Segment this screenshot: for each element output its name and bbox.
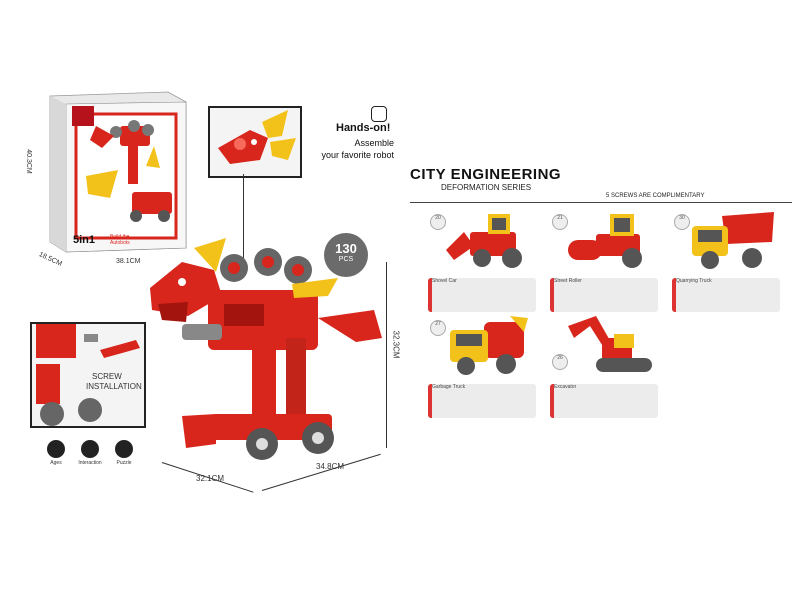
puzzle-icon xyxy=(115,440,133,458)
parts-panel xyxy=(428,278,536,312)
parts-panel xyxy=(428,384,536,418)
parts-panel xyxy=(550,278,658,312)
screw-installation-illustration xyxy=(36,324,140,426)
feature-ages: Ages xyxy=(36,440,76,466)
hands-on-subtitle: Assemble your favorite robot xyxy=(314,137,394,161)
product-box: 40.3CM 38.1CM 18.5CM 5in1 Build the Auto… xyxy=(25,86,196,268)
vehicle-card-excavator: 26 Excavator xyxy=(550,316,658,424)
excavator-illustration xyxy=(568,316,652,372)
age-icon xyxy=(47,440,65,458)
screw-label-line1: SCREW xyxy=(92,372,122,381)
vehicle-card-street-roller: 21 Street Roller xyxy=(550,210,658,318)
series-title: CITY ENGINEERING xyxy=(410,166,562,183)
pcs-badge-small: 26 xyxy=(552,354,568,370)
main-robot xyxy=(142,238,384,474)
robot-width-dimension: 32.1CM xyxy=(196,474,225,483)
parts-panel xyxy=(672,278,780,312)
feature-label-interaction: Interaction xyxy=(78,460,102,466)
vehicle-name: Street Roller xyxy=(554,278,582,284)
divider xyxy=(410,202,792,203)
vehicle-name: Excavator xyxy=(554,384,577,390)
screw-zoom-callout xyxy=(30,322,146,428)
pcs-badge-small: 21 xyxy=(552,214,568,230)
pcs-count: 130 xyxy=(335,241,357,256)
box-width-dimension: 38.1CM xyxy=(116,258,141,265)
feature-interaction: Interaction xyxy=(70,440,110,466)
interaction-icon xyxy=(81,440,99,458)
robot-depth-dimension: 34.8CM xyxy=(316,462,345,471)
screws-note: 5 SCREWS ARE COMPLIMENTARY xyxy=(606,193,705,199)
parts-panel xyxy=(550,384,658,418)
feature-label-puzzle: Puzzle xyxy=(116,460,132,466)
box-height-dimension: 40.3CM xyxy=(24,149,32,174)
hands-on-line1: Assemble xyxy=(354,138,394,148)
robot-height-dimension: 32.3CM xyxy=(391,330,401,359)
vehicle-name: Shovel Car xyxy=(432,278,457,284)
street-roller-illustration xyxy=(568,214,642,268)
feature-puzzle: Puzzle xyxy=(104,440,144,466)
screw-label-line2: INSTALLATION xyxy=(86,382,142,391)
robot-height-line xyxy=(386,262,387,448)
vehicle-card-garbage-truck: 27 Garbage Truck xyxy=(428,316,536,424)
product-box-illustration xyxy=(49,91,187,253)
quarrying-truck-illustration xyxy=(692,212,774,269)
garbage-truck-illustration xyxy=(450,316,528,375)
vehicle-card-quarrying-truck: 30 Quarrying Truck xyxy=(672,210,780,318)
pcs-badge-small: 20 xyxy=(430,214,446,230)
box-sub-label: Build the Autobots xyxy=(110,234,130,246)
callout-line xyxy=(243,174,244,270)
box-5in1-label: 5in1 xyxy=(73,234,96,246)
head-zoom-callout xyxy=(208,106,302,178)
hands-on-title: Hands-on! xyxy=(336,122,391,134)
hands-on-line2: your favorite robot xyxy=(321,150,394,160)
pcs-unit: PCS xyxy=(338,256,354,263)
vehicle-card-shovel-car: 20 Shovel Car xyxy=(428,210,536,318)
screw-installation-label: SCREW INSTALLATION xyxy=(86,372,146,392)
hands-on-icon xyxy=(371,106,387,122)
shovel-car-illustration xyxy=(446,214,522,268)
pcs-badge-small: 27 xyxy=(430,320,446,336)
pcs-badge-small: 30 xyxy=(674,214,690,230)
dragon-head-illustration xyxy=(218,110,296,164)
vehicle-name: Quarrying Truck xyxy=(676,278,712,284)
feature-label-ages: Ages xyxy=(50,460,62,466)
vehicle-name: Garbage Truck xyxy=(432,384,466,390)
pcs-badge: 130 PCS xyxy=(324,233,368,277)
main-robot-illustration xyxy=(150,238,382,460)
series-subtitle: DEFORMATION SERIES xyxy=(441,183,532,192)
